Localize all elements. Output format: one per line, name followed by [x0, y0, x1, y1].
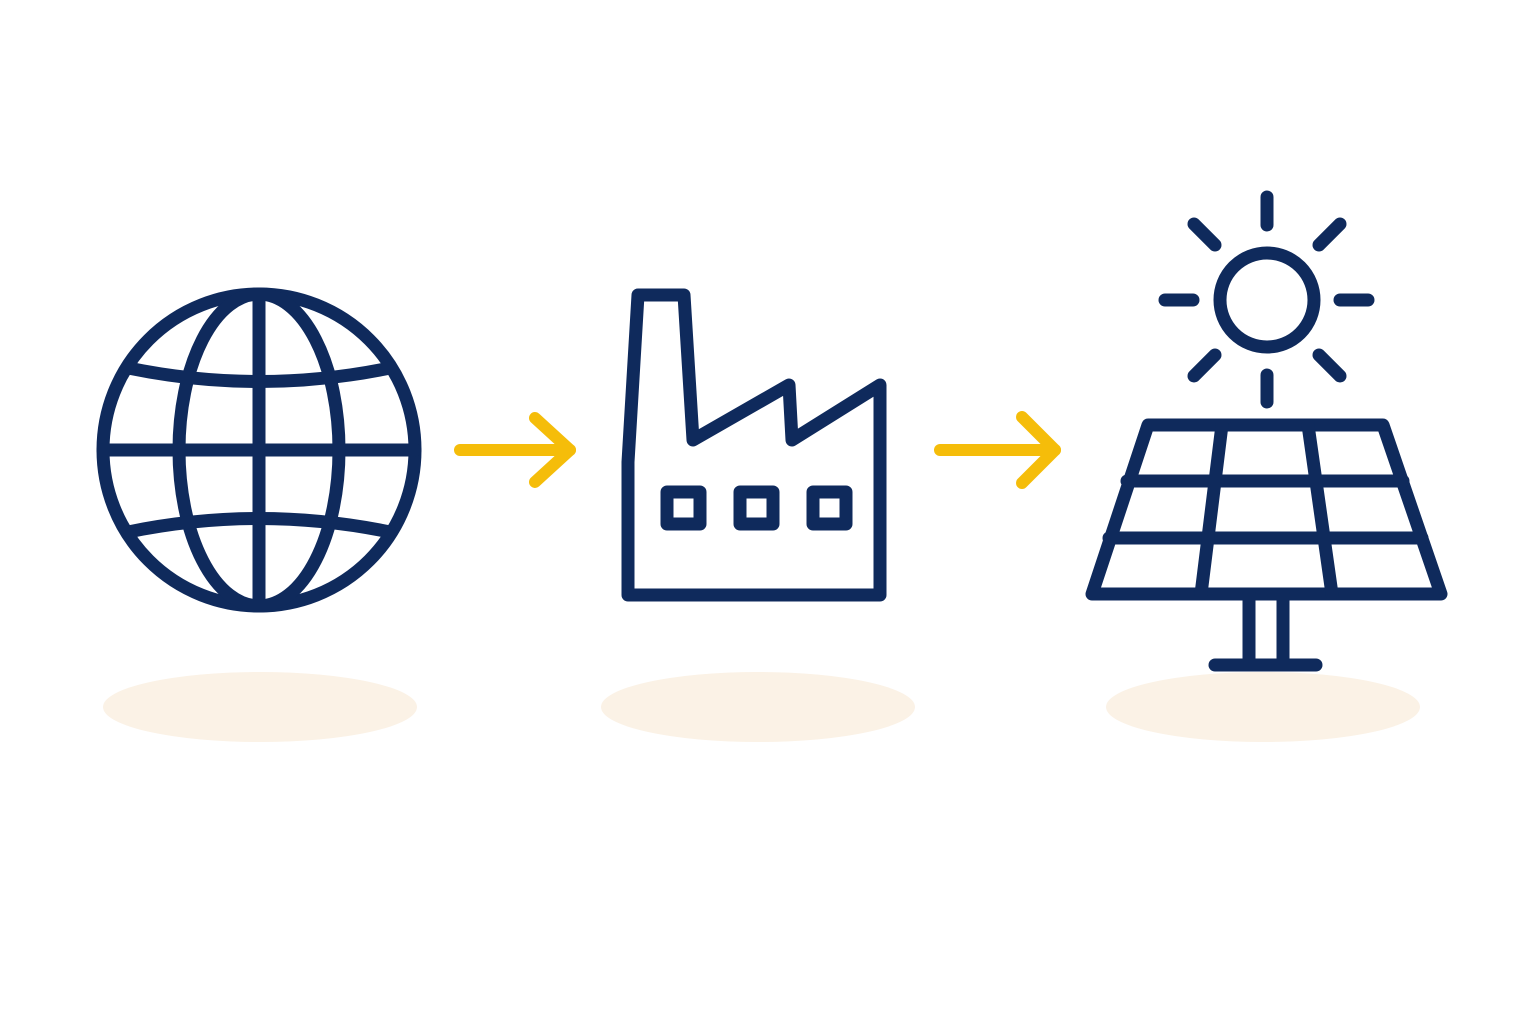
factory-shadow [601, 672, 915, 742]
sun-icon [1158, 190, 1375, 409]
solar-panel-shadow [1106, 672, 1420, 742]
factory-icon [621, 288, 887, 602]
arrow-right-icon [454, 412, 576, 488]
solar-panel-icon [1085, 418, 1448, 672]
globe-shadow [103, 672, 417, 742]
arrow-right-icon [934, 411, 1061, 489]
globe-icon [96, 287, 422, 613]
